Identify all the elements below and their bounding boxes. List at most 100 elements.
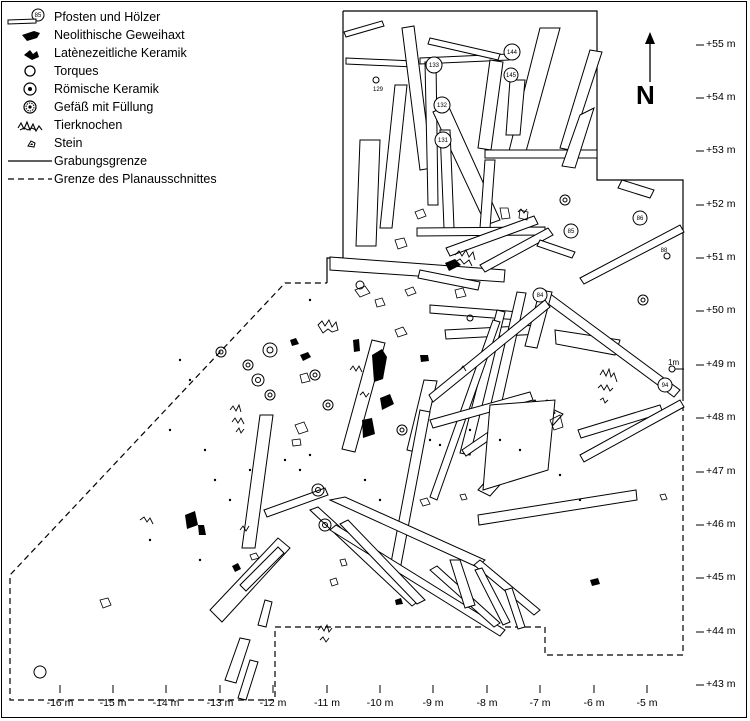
north-arrow-icon [645, 32, 655, 82]
y-tick-label: +43 m [706, 678, 736, 690]
timber [617, 179, 655, 199]
legend-label: Gefäß mit Füllung [54, 100, 154, 114]
legend-item-posts: 85 Pfosten und Hölzer [6, 8, 160, 26]
post-132 [433, 96, 451, 114]
x-tick-label: -12 m [259, 697, 287, 709]
y-tick-label: +47 m [706, 465, 736, 477]
north-label: N [636, 80, 655, 110]
legend-item-animal-bones: Tierknochen [6, 116, 122, 134]
torques-icon [6, 62, 54, 80]
timber [429, 304, 521, 321]
filled-vessel-icon [6, 98, 54, 116]
timber [237, 659, 259, 701]
stones [148, 298, 582, 562]
timber [474, 567, 511, 626]
timber [429, 391, 534, 429]
legend-label: Römische Keramik [54, 82, 159, 96]
timber [257, 599, 273, 628]
x-tick-label: -14 m [152, 697, 180, 709]
post-number: 144 [507, 50, 518, 56]
x-tick-label: -8 m [476, 697, 498, 709]
legend-item-stone: Stein [6, 134, 83, 152]
x-tick-label: -7 m [529, 697, 551, 709]
post-133 [425, 56, 443, 74]
timber [239, 546, 285, 592]
y-tick-label: +55 m [706, 38, 736, 50]
timber [417, 269, 481, 291]
post-numbers: 144 133 145 129 132 131 86 85 88 84 94 [373, 50, 669, 389]
solid-line-icon [6, 152, 54, 170]
x-tick-label: -6 m [583, 697, 605, 709]
x-tick-label: -13 m [206, 697, 234, 709]
y-tick-label: +48 m [706, 411, 736, 423]
legend-item-plan-section-boundary: Grenze des Planausschnittes [6, 170, 217, 188]
x-tick-label: -10 m [366, 697, 394, 709]
axis-ticks [59, 44, 704, 693]
post-131 [434, 131, 452, 149]
finds-dark [185, 259, 600, 605]
timber [328, 496, 486, 568]
legend-label: Stein [54, 136, 83, 150]
x-tick-label: -11 m [313, 697, 341, 709]
x-tick-label: -15 m [99, 697, 127, 709]
scale-bar [668, 365, 684, 373]
posts [372, 43, 673, 393]
x-tick-label: -5 m [636, 697, 658, 709]
timber [536, 239, 576, 259]
y-tick-label: +45 m [706, 571, 736, 583]
post-number: 85 [568, 229, 575, 235]
post-129 [372, 76, 380, 84]
excavation-boundary-inner [326, 11, 344, 283]
latene-ceramic-icon [6, 44, 54, 62]
y-tick-label: +49 m [706, 358, 736, 370]
legend-label: Latènezeitliche Keramik [54, 46, 187, 60]
post-85 [563, 223, 579, 239]
timber [449, 559, 476, 609]
post-number: 132 [437, 103, 448, 109]
y-tick-label: +54 m [706, 91, 736, 103]
timber [482, 399, 556, 491]
timber [427, 37, 501, 61]
legend-item-excavation-boundary: Grabungsgrenze [6, 152, 147, 170]
post-icon: 85 [6, 8, 54, 26]
timber [224, 637, 251, 684]
timber [479, 227, 554, 273]
y-tick-label: +44 m [706, 625, 736, 637]
legend-item-latene-ceramic: Latènezeitliche Keramik [6, 44, 187, 62]
post-94 [657, 377, 673, 393]
timber [389, 409, 431, 571]
post-number: 94 [662, 383, 669, 389]
post-number: 129 [373, 87, 384, 93]
timber [445, 215, 539, 257]
timber [379, 84, 408, 229]
legend-label: Pfosten und Hölzer [54, 10, 161, 24]
timber [505, 79, 526, 136]
plan-section-boundary [9, 282, 684, 701]
timber [428, 299, 551, 403]
legend-item-torques: Torques [6, 62, 98, 80]
post-number: 131 [438, 138, 449, 144]
timber [241, 414, 274, 549]
timber [561, 107, 595, 169]
timber [424, 61, 439, 206]
legend-label: Torques [54, 64, 99, 78]
y-tick-label: +53 m [706, 144, 736, 156]
legend-label: Neolithische Geweihaxt [54, 28, 185, 42]
post-86 [632, 210, 648, 226]
x-tick-label: -9 m [422, 697, 444, 709]
timber [263, 487, 329, 518]
legend-label: Grenze des Planausschnittes [54, 172, 217, 186]
timber [579, 224, 685, 285]
svg-text:85: 85 [35, 13, 42, 19]
timber [504, 587, 526, 630]
timbers [209, 20, 685, 701]
vessels [33, 194, 649, 679]
dashed-line-icon [6, 170, 54, 188]
timber [355, 139, 381, 247]
timber [329, 524, 506, 637]
post-84 [532, 287, 548, 303]
post-number: 88 [661, 248, 668, 254]
post-number: 86 [637, 216, 644, 222]
